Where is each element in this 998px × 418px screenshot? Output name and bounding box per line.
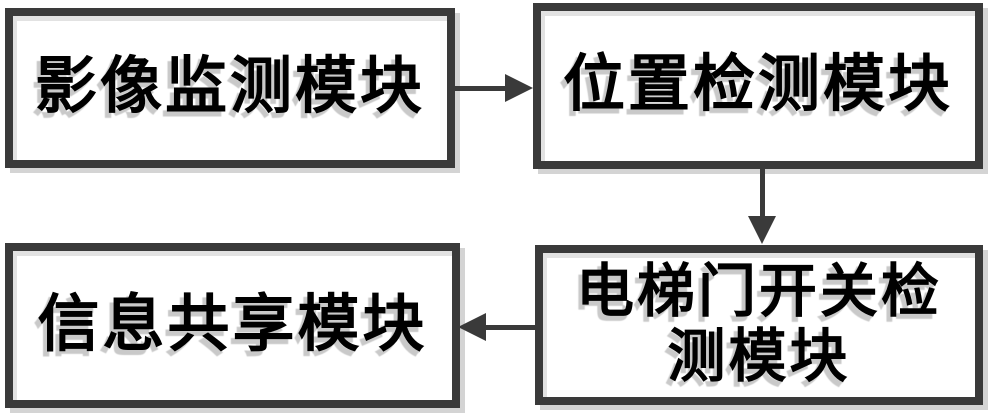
node-label-elevator-door-switch-detection: 电梯门开关检 测模块 (575, 259, 942, 389)
node-label-image-monitoring: 影像监测模块 (34, 53, 425, 122)
arrowhead-left-icon (458, 313, 486, 341)
arrow-line-image-to-position (452, 86, 508, 91)
node-position-detection-module: 位置检测模块 (533, 3, 983, 169)
node-label-information-sharing: 信息共享模块 (37, 290, 428, 359)
arrow-line-position-to-door-switch (760, 166, 765, 218)
node-information-sharing-module: 信息共享模块 (5, 243, 460, 408)
node-elevator-door-switch-detection-module: 电梯门开关检 测模块 (535, 245, 983, 405)
node-image-monitoring-module: 影像监测模块 (5, 8, 455, 168)
arrowhead-right-icon (505, 74, 533, 102)
node-label-position-detection: 位置检测模块 (562, 51, 953, 120)
arrow-line-door-switch-to-information (486, 325, 538, 330)
arrowhead-down-icon (748, 216, 776, 244)
